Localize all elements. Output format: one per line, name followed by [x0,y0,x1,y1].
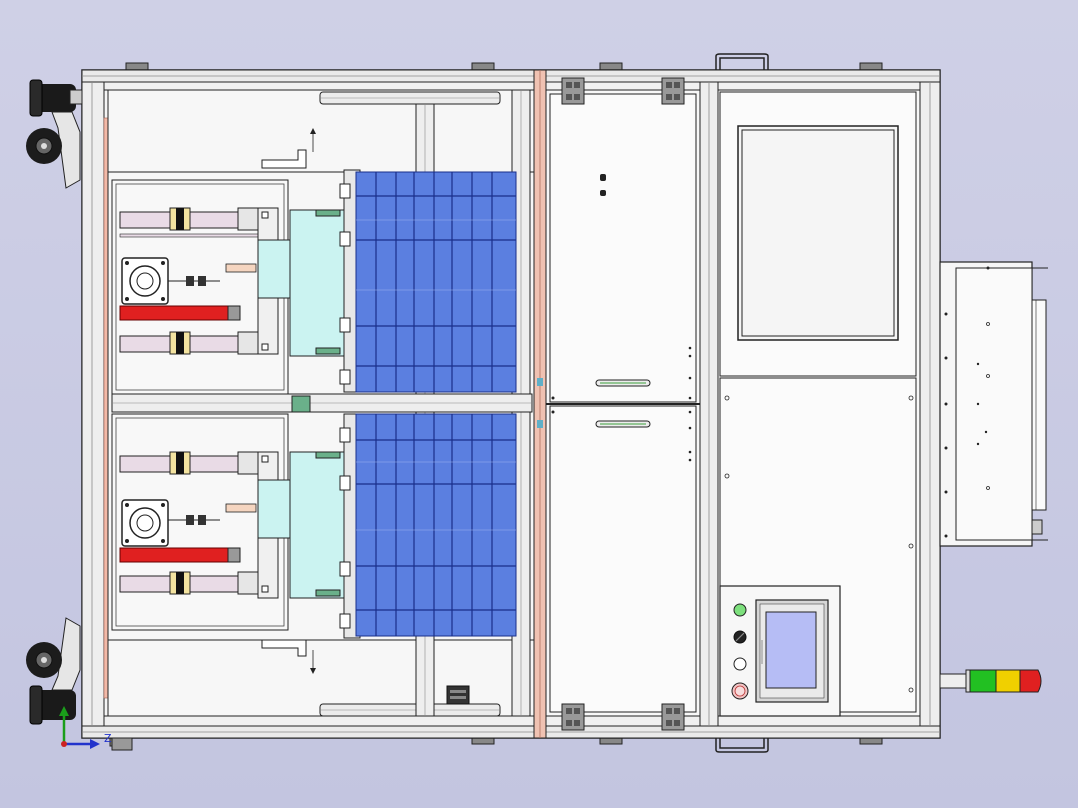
origin-marker [61,741,67,747]
top-profile-inner [87,81,939,91]
signal-lamp-red [1019,669,1042,693]
conveyor-upper[interactable] [339,169,517,393]
conveyor-belt [355,413,517,637]
side-electrical-box[interactable] [939,261,1048,547]
white-button-icon[interactable] [733,657,747,671]
mechanism-lower[interactable] [111,413,345,631]
middle-bay[interactable] [537,77,701,731]
lock-icon [600,190,606,196]
door-handle-upper[interactable] [595,379,651,387]
signal-lamp-green [969,669,997,693]
hinge [561,77,685,731]
caster-top [26,79,83,189]
hmi-screen[interactable] [765,611,817,689]
axis-triad: Z [59,706,112,749]
handle-top [715,53,769,70]
green-lamp-icon[interactable] [733,603,747,617]
y-axis-arrow-icon [59,706,69,716]
conveyor-lower[interactable] [339,413,517,639]
viewing-window [737,125,899,341]
middle-crossbar [111,393,533,413]
guide-plate [289,209,345,357]
signal-tower[interactable] [939,669,1042,693]
upper-door[interactable] [549,93,697,403]
right-bay[interactable] [717,89,921,717]
left-gasket [103,117,109,699]
lock-icon [600,174,606,181]
conveyor-belt [355,171,517,393]
actuator-arm [119,305,241,321]
handle-bottom [715,738,769,753]
signal-lamp-yellow [995,669,1021,693]
control-panel[interactable] [719,585,841,717]
left-profile [81,81,105,727]
door-handle-lower[interactable] [595,420,651,428]
lower-door[interactable] [549,405,697,713]
bottom-profile-inner [87,715,939,727]
mechanism-upper[interactable] [111,179,345,395]
sensor-block [446,685,470,705]
axis-label-z: Z [104,732,112,745]
z-axis-arrow-icon [90,739,100,749]
hmi-touchscreen[interactable] [755,599,829,703]
